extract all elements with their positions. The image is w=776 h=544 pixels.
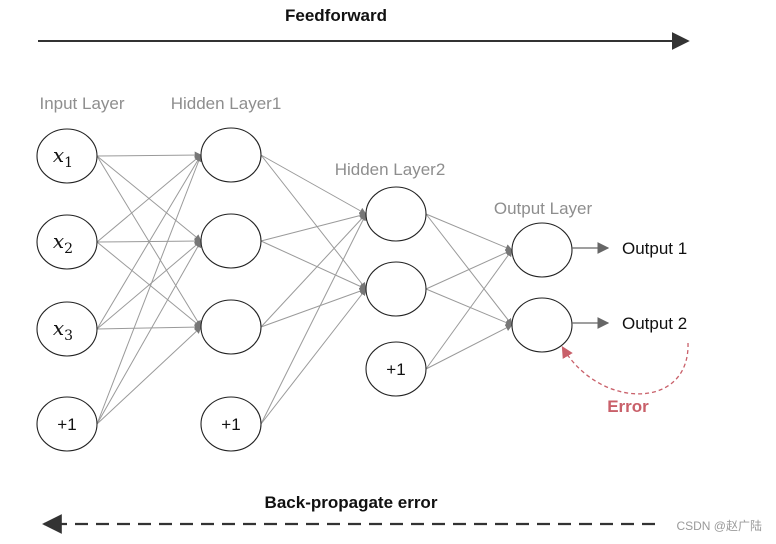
node-x1: x1 (36, 128, 98, 184)
edge-h2a-o1 (425, 213, 513, 251)
edge-h1b-h2a (260, 212, 367, 242)
output-label-o2: Output 2 (622, 314, 687, 333)
network-nodes: x1 x2 x3 +1 +1 +1 (36, 127, 573, 452)
edge-h2b-o2 (425, 288, 513, 326)
node-h1c (200, 299, 262, 355)
bias-label: +1 (57, 415, 76, 434)
edge-h2b-o1 (425, 249, 513, 290)
edge-b1-h2b (260, 288, 367, 425)
connection-edges (96, 151, 513, 425)
node-h2a (365, 186, 427, 242)
watermark: CSDN @赵广陆 (676, 518, 762, 533)
node-circle (200, 396, 262, 452)
edge-b0-h1a (96, 154, 202, 425)
node-o2 (511, 297, 573, 353)
node-h1b (200, 213, 262, 269)
edge-b2-o1 (425, 249, 513, 370)
edge-x3-h1c (96, 323, 202, 331)
bias-node-b0: +1 (36, 396, 98, 452)
edge-x3-h1a (96, 154, 202, 330)
node-circle (365, 261, 427, 317)
edge-x1-h1a (96, 151, 202, 159)
node-circle (36, 214, 98, 270)
hidden-layer1-label: Hidden Layer1 (171, 94, 282, 113)
node-circle (200, 299, 262, 355)
edge-h1a-h2b (260, 154, 367, 290)
node-o1 (511, 222, 573, 278)
error-curve (561, 342, 689, 395)
edge-h1a-h2a (260, 154, 367, 215)
node-x2: x2 (36, 214, 98, 270)
edge-h1c-h2b (260, 287, 367, 328)
node-circle (200, 127, 262, 183)
node-circle (200, 213, 262, 269)
edge-h1c-h2a (260, 213, 367, 328)
output-label-o1: Output 1 (622, 239, 687, 258)
node-h2b (365, 261, 427, 317)
backprop-title: Back-propagate error (265, 493, 438, 512)
bias-label: +1 (221, 415, 240, 434)
bias-node-b2: +1 (365, 341, 427, 397)
edge-b0-h1b (96, 240, 202, 425)
error-label: Error (607, 397, 649, 416)
edge-b2-o2 (425, 324, 513, 370)
bias-node-b1: +1 (200, 396, 262, 452)
node-h1a (200, 127, 262, 183)
node-circle (365, 341, 427, 397)
hidden-layer2-label: Hidden Layer2 (335, 160, 446, 179)
node-circle (365, 186, 427, 242)
edge-x2-h1a (96, 154, 202, 243)
node-circle (36, 301, 98, 357)
edge-x3-h1b (96, 240, 202, 330)
node-circle (36, 128, 98, 184)
edge-h1b-h2b (260, 240, 367, 290)
input-layer-label: Input Layer (39, 94, 124, 113)
node-circle (511, 297, 573, 353)
node-circle (36, 396, 98, 452)
node-x3: x3 (36, 301, 98, 357)
output-arrows: Output 1 Output 2 (572, 239, 687, 333)
edge-b0-h1c (96, 326, 202, 425)
feedforward-title: Feedforward (285, 6, 387, 25)
output-layer-label: Output Layer (494, 199, 593, 218)
bias-label: +1 (386, 360, 405, 379)
node-circle (511, 222, 573, 278)
edge-b1-h2a (260, 213, 367, 425)
